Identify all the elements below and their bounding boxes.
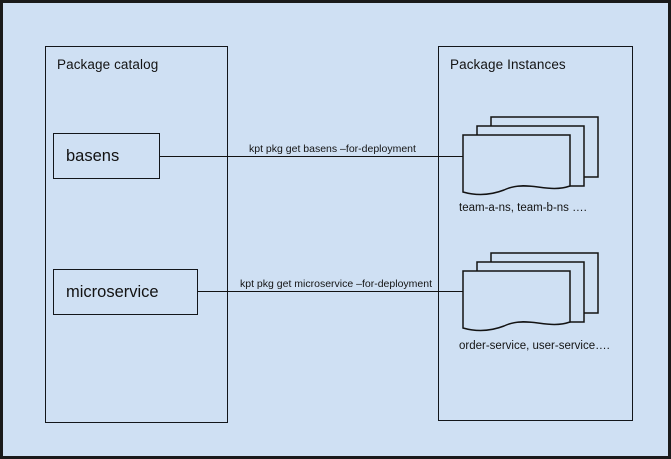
document-stack-namespaces-caption: team-a-ns, team-b-ns ….: [459, 202, 587, 214]
package-box-microservice-label: microservice: [66, 282, 159, 301]
package-box-basens[interactable]: basens: [53, 133, 160, 179]
edge-label-basens: kpt pkg get basens –for-deployment: [246, 143, 419, 155]
document-stack-namespaces[interactable]: [461, 115, 601, 197]
package-catalog-title: Package catalog: [57, 57, 159, 72]
connector-basens: [160, 156, 475, 157]
document-sheet-front: [462, 270, 571, 332]
package-instances-title: Package Instances: [450, 57, 566, 72]
document-stack-services[interactable]: [461, 251, 601, 333]
document-sheet-front: [462, 134, 571, 196]
package-instances-panel: [438, 46, 633, 421]
package-box-microservice[interactable]: microservice: [53, 269, 198, 315]
package-box-basens-label: basens: [66, 146, 120, 165]
connector-microservice: [198, 291, 475, 292]
edge-label-microservice: kpt pkg get microservice –for-deployment: [237, 278, 435, 290]
document-stack-services-caption: order-service, user-service….: [459, 340, 610, 352]
package-catalog-panel: [45, 46, 228, 423]
